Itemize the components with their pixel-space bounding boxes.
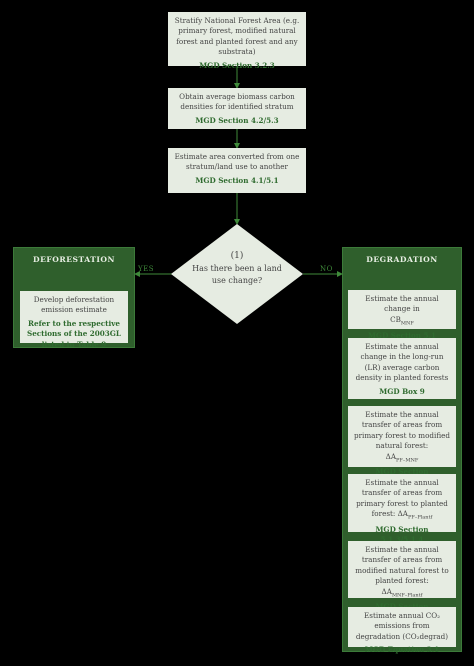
decision-number: (1) <box>230 251 244 261</box>
step-text: Obtain average biomass carbon densities … <box>179 92 295 112</box>
deforestation-title: DEFORESTATION <box>33 255 115 264</box>
step-text: Estimate the annual transfer of areas fr… <box>356 478 448 519</box>
degradation-box-2: Estimate the annual change in the long-r… <box>348 338 456 399</box>
formula-subscript: PF–MNF <box>396 457 419 464</box>
step-text: Estimate the annual transfer of areas fr… <box>354 410 450 451</box>
step-formula: ΔAPF–MNF <box>354 452 450 465</box>
step-formula: ΔAMNF–Plantf <box>354 587 450 600</box>
step-ref: MGD Section 4.2/5.3 <box>195 115 279 125</box>
deforestation-panel: DEFORESTATION Develop deforestation emis… <box>13 247 135 349</box>
step-text: Estimate the annual change in <box>365 294 439 314</box>
formula-symbol: ΔA <box>381 586 392 596</box>
step-ref: MGD Section 5.1.3/5.1.4 <box>375 525 429 545</box>
step-stratify-box: Stratify National Forest Area (e.g. prim… <box>168 12 306 70</box>
degradation-box-4: Estimate the annual transfer of areas fr… <box>348 474 456 544</box>
step-text: Estimate the annual change in the long-r… <box>355 342 449 383</box>
step-text-line: Estimate the annual transfer of areas fr… <box>354 478 450 522</box>
degradation-box-5: Estimate the annual transfer of areas fr… <box>348 541 456 622</box>
degradation-box-1: Estimate the annual change in CBMNF MGD … <box>348 290 456 340</box>
degradation-panel: DEGRADATION Estimate the annual change i… <box>342 247 462 654</box>
yes-label: YES <box>138 265 155 273</box>
deforestation-box: Develop deforestation emission estimate … <box>20 291 128 349</box>
degradation-title: DEGRADATION <box>366 255 438 264</box>
step-ref: MGD Equation 3.1 <box>364 645 440 655</box>
decision-text: (1) Has there been a land use change? <box>192 250 282 286</box>
formula-symbol: ΔA <box>385 451 397 461</box>
step-ref: MGD Section 5.1 <box>367 330 437 340</box>
step-ref: MGD Section 3.2.3 <box>199 60 275 70</box>
step-text: Develop deforestation emission estimate <box>33 295 115 315</box>
step-ref: MGD Section 4.1/5.1 <box>195 175 279 185</box>
formula-symbol: CB <box>390 314 401 324</box>
step-text: Stratify National Forest Area (e.g. prim… <box>174 16 300 57</box>
step-text: Estimate the annual transfer of areas fr… <box>355 545 449 586</box>
step-ref: Refer to the respective Sections of the … <box>27 318 121 349</box>
formula-symbol: ΔA <box>397 509 408 519</box>
step-area-box: Estimate area converted from one stratum… <box>168 148 306 193</box>
step-text: Estimate annual CO₂ emissions from degra… <box>355 611 449 641</box>
degradation-box-3: Estimate the annual transfer of areas fr… <box>348 406 456 487</box>
decision-diamond <box>171 224 303 324</box>
step-ref: MGD Box 9 <box>379 386 425 396</box>
decision-question: Has there been a land use change? <box>192 264 282 285</box>
degradation-box-6: Estimate annual CO₂ emissions from degra… <box>348 607 456 654</box>
formula-subscript: MNF–Plantf <box>391 592 423 599</box>
step-text: Estimate area converted from one stratum… <box>174 152 300 172</box>
formula-subscript: PF–Plantf <box>408 514 433 521</box>
formula-subscript: MNF <box>400 320 414 327</box>
no-label: NO <box>320 265 333 273</box>
step-formula: CBMNF <box>354 315 450 328</box>
step-biomass-box: Obtain average biomass carbon densities … <box>168 88 306 129</box>
